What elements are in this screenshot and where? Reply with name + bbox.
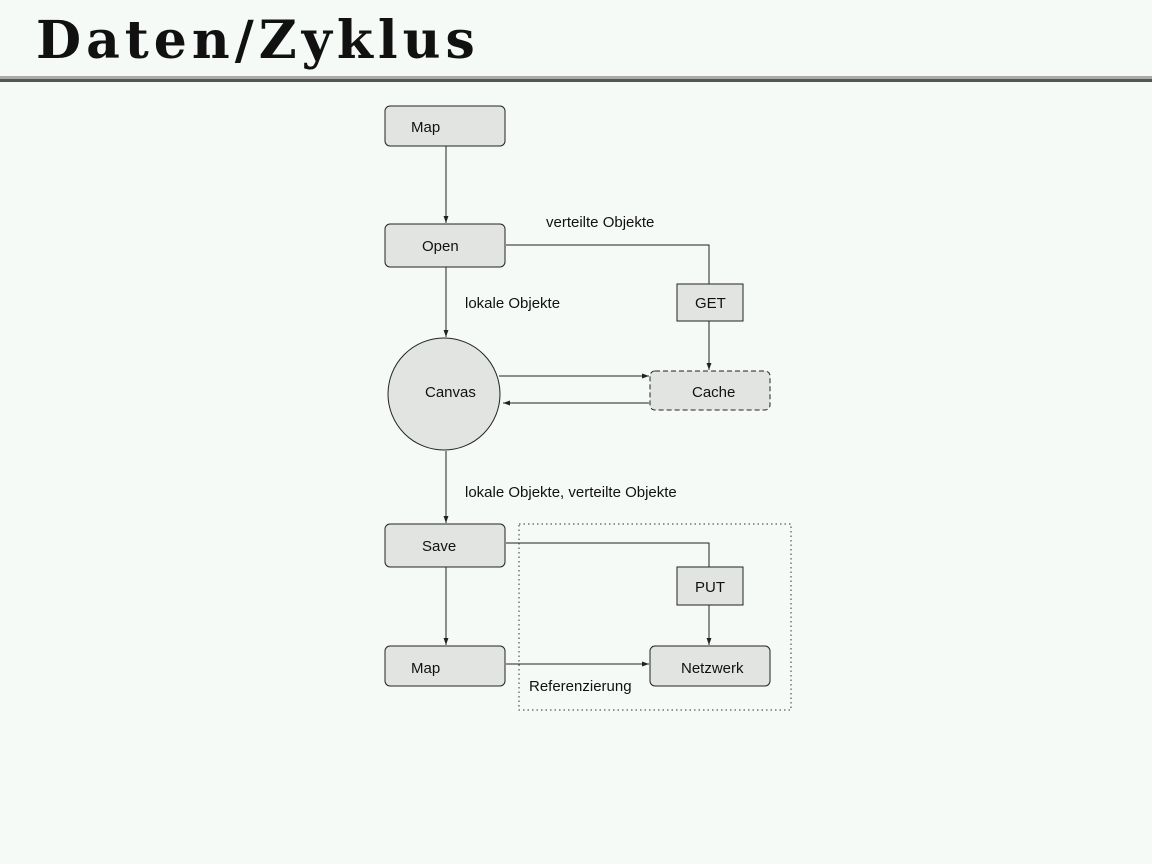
node-map-top: Map	[384, 105, 506, 147]
edge-save-to-put	[506, 542, 710, 567]
page-title: Daten/Zyklus	[36, 10, 480, 71]
node-open: Open	[384, 223, 506, 268]
node-put: PUT	[676, 566, 744, 606]
node-label: GET	[695, 295, 726, 312]
node-label: PUT	[695, 579, 725, 596]
node-label: Open	[422, 238, 459, 255]
label-referenzierung: Referenzierung	[529, 678, 632, 695]
title-divider	[0, 76, 1152, 82]
node-label: Map	[411, 660, 440, 677]
node-save: Save	[384, 523, 506, 568]
label-lokale-verteilte-objekte: lokale Objekte, verteilte Objekte	[465, 484, 677, 501]
label-verteilte-objekte: verteilte Objekte	[546, 214, 654, 231]
node-label: Canvas	[425, 384, 476, 401]
label-lokale-objekte: lokale Objekte	[465, 295, 560, 312]
node-label: Cache	[692, 384, 735, 401]
node-canvas: Canvas	[387, 337, 501, 451]
node-netzwerk: Netzwerk	[649, 645, 771, 687]
node-label: Save	[422, 538, 456, 555]
edge-open-to-get	[506, 244, 710, 284]
node-label: Map	[411, 119, 440, 136]
network-region-frame	[518, 523, 792, 711]
node-get: GET	[676, 283, 744, 322]
node-map-bottom: Map	[384, 645, 506, 687]
node-label: Netzwerk	[681, 660, 744, 677]
node-cache: Cache	[649, 370, 771, 411]
